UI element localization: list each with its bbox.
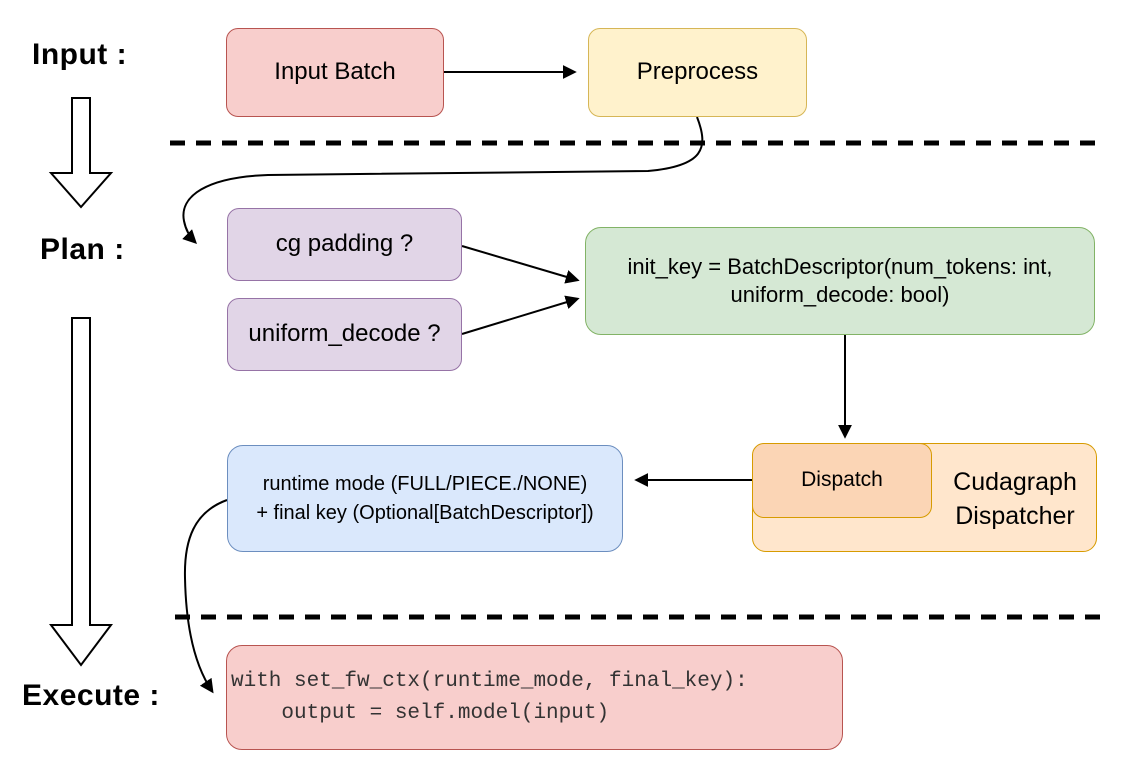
node-uniform-decode: uniform_decode ? xyxy=(227,298,462,371)
arrow-preprocess-to-plan-curve xyxy=(182,116,704,244)
node-input-batch-label: Input Batch xyxy=(274,58,396,86)
node-dispatch-label: Dispatch xyxy=(801,468,883,492)
node-preprocess-label: Preprocess xyxy=(636,58,759,86)
node-runtime-mode: runtime mode (FULL/PIECE./NONE) + final … xyxy=(227,445,623,552)
stage-label-plan: Plan : xyxy=(40,233,125,266)
cudagraph-label-line1: Cudagraph xyxy=(953,468,1077,496)
node-preprocess: Preprocess xyxy=(588,28,807,117)
node-uniform-decode-label: uniform_decode ? xyxy=(248,320,441,348)
hollow-down-arrow-plan-to-execute xyxy=(49,317,113,667)
arrow-runtime-mode-to-execute-curve xyxy=(183,499,228,694)
execute-code-line1: with set_fw_ctx(runtime_mode, final_key)… xyxy=(231,670,748,693)
hollow-down-arrow-input xyxy=(48,97,114,209)
stage-label-execute: Execute : xyxy=(22,679,160,712)
node-cg-padding: cg padding ? xyxy=(227,208,462,281)
cudagraph-label-line2: Dispatcher xyxy=(955,501,1075,530)
execute-code-line2: output = self.model(input) xyxy=(231,701,610,725)
node-cg-padding-label: cg padding ? xyxy=(275,230,414,258)
node-init-key-line2: uniform_decode: bool) xyxy=(730,282,950,307)
arrow-uniform-decode-to-init-key xyxy=(461,295,580,335)
stage-label-input: Input : xyxy=(32,38,128,71)
node-runtime-mode-line2: + final key (Optional[BatchDescriptor]) xyxy=(256,501,594,524)
arrow-cg-padding-to-init-key xyxy=(461,245,580,284)
node-dispatch: Dispatch xyxy=(752,443,932,518)
node-cudagraph-dispatcher-label: Cudagraph Dispatcher xyxy=(933,466,1097,534)
node-input-batch: Input Batch xyxy=(226,28,444,117)
node-init-key: init_key = BatchDescriptor(num_tokens: i… xyxy=(585,227,1095,335)
node-execute-code: with set_fw_ctx(runtime_mode, final_key)… xyxy=(226,645,843,750)
node-init-key-line1: init_key = BatchDescriptor(num_tokens: i… xyxy=(627,253,1053,279)
node-runtime-mode-line1: runtime mode (FULL/PIECE./NONE) xyxy=(262,472,588,495)
